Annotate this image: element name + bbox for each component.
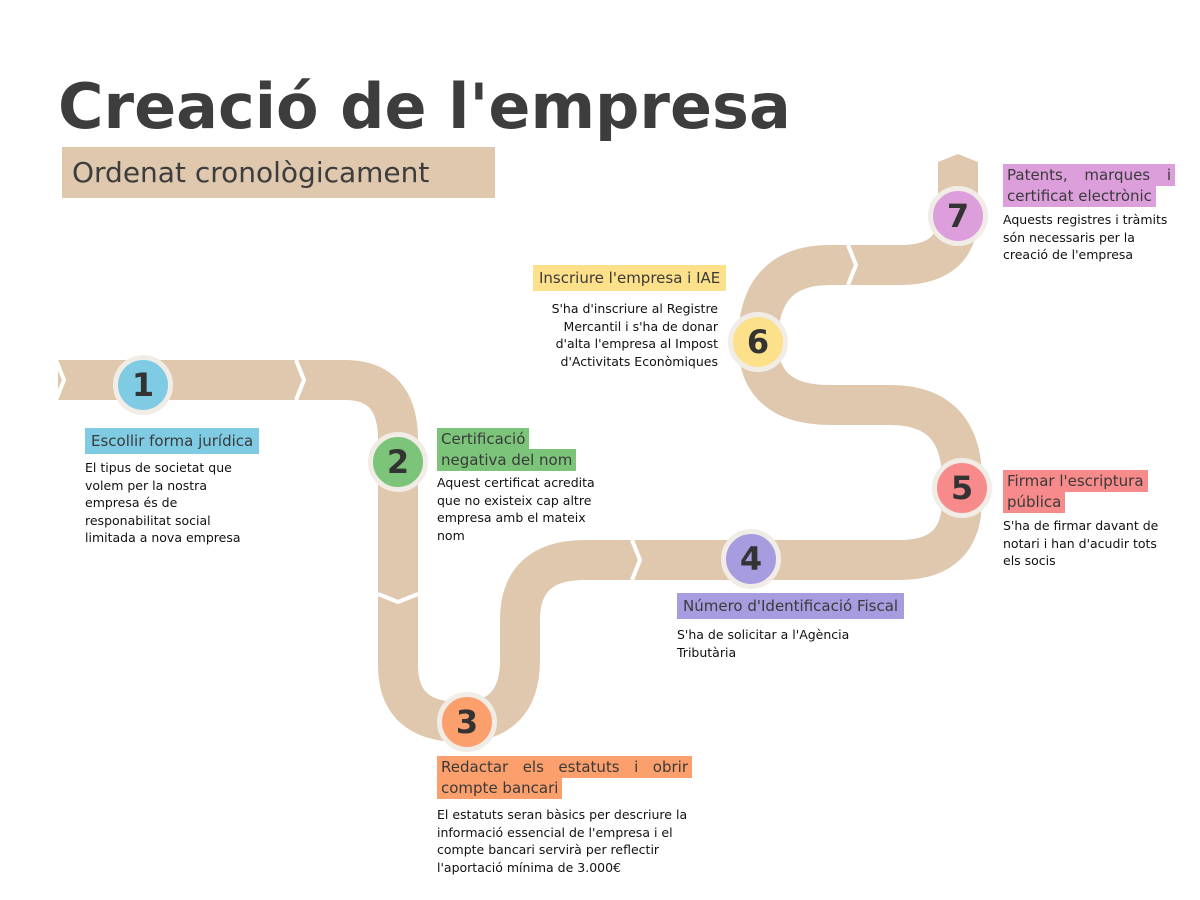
step-1-marker: 1 [113,355,173,415]
chevron-icon [54,359,67,401]
step-3-title: Redactar els estatuts i obrir compte ban… [437,756,692,799]
page-title: Creació de l'empresa [58,70,791,143]
step-1-description: El tipus de societat que volem per la no… [85,460,241,545]
step-1: Escollir forma jurídica El tipus de soci… [85,428,275,547]
step-7-marker: 7 [928,186,988,246]
step-6-title: Inscriure l'empresa i IAE [533,265,727,291]
step-2-title: Certificació negativa del nom [437,428,577,471]
step-5-title: Firmar l'escriptura pública [1003,470,1148,513]
step-3-marker: 3 [437,692,497,752]
step-2-description: Aquest certificat acredita que no existe… [437,475,595,543]
step-5-description: S'ha de firmar davant de notari i han d'… [1003,518,1159,568]
step-5: Firmar l'escriptura pública S'ha de firm… [1003,470,1173,570]
step-7: Patents, marques i certificat electrònic… [1003,164,1183,264]
step-5-marker: 5 [932,458,992,518]
step-6-marker: 6 [728,312,788,372]
step-3: Redactar els estatuts i obrir compte ban… [437,756,697,876]
chevron-icon [294,359,307,401]
subtitle-badge: Ordenat cronològicament [62,147,495,198]
chevron-icon [846,244,859,286]
step-6-description: S'ha d'inscriure al Registre Mercantil i… [551,301,718,369]
step-6: Inscriure l'empresa i IAE S'ha d'inscriu… [533,265,728,370]
step-7-title: Patents, marques i certificat electrònic [1003,164,1175,207]
step-4: Número d'Identificació Fiscal S'ha de so… [677,593,927,661]
step-4-description: S'ha de solicitar a l'Agència Tributària [677,627,850,660]
step-2: Certificació negativa del nom Aquest cer… [437,428,607,544]
step-3-description: El estatuts seran bàsics per descriure l… [437,807,688,875]
step-7-description: Aquests registres i tràmits són necessar… [1003,212,1168,262]
step-4-marker: 4 [721,529,781,589]
chevron-icon [630,539,643,581]
road [58,165,982,743]
step-1-title: Escollir forma jurídica [85,428,260,454]
step-2-marker: 2 [368,432,428,492]
step-4-title: Número d'Identificació Fiscal [677,593,905,619]
chevron-icon [377,592,419,605]
